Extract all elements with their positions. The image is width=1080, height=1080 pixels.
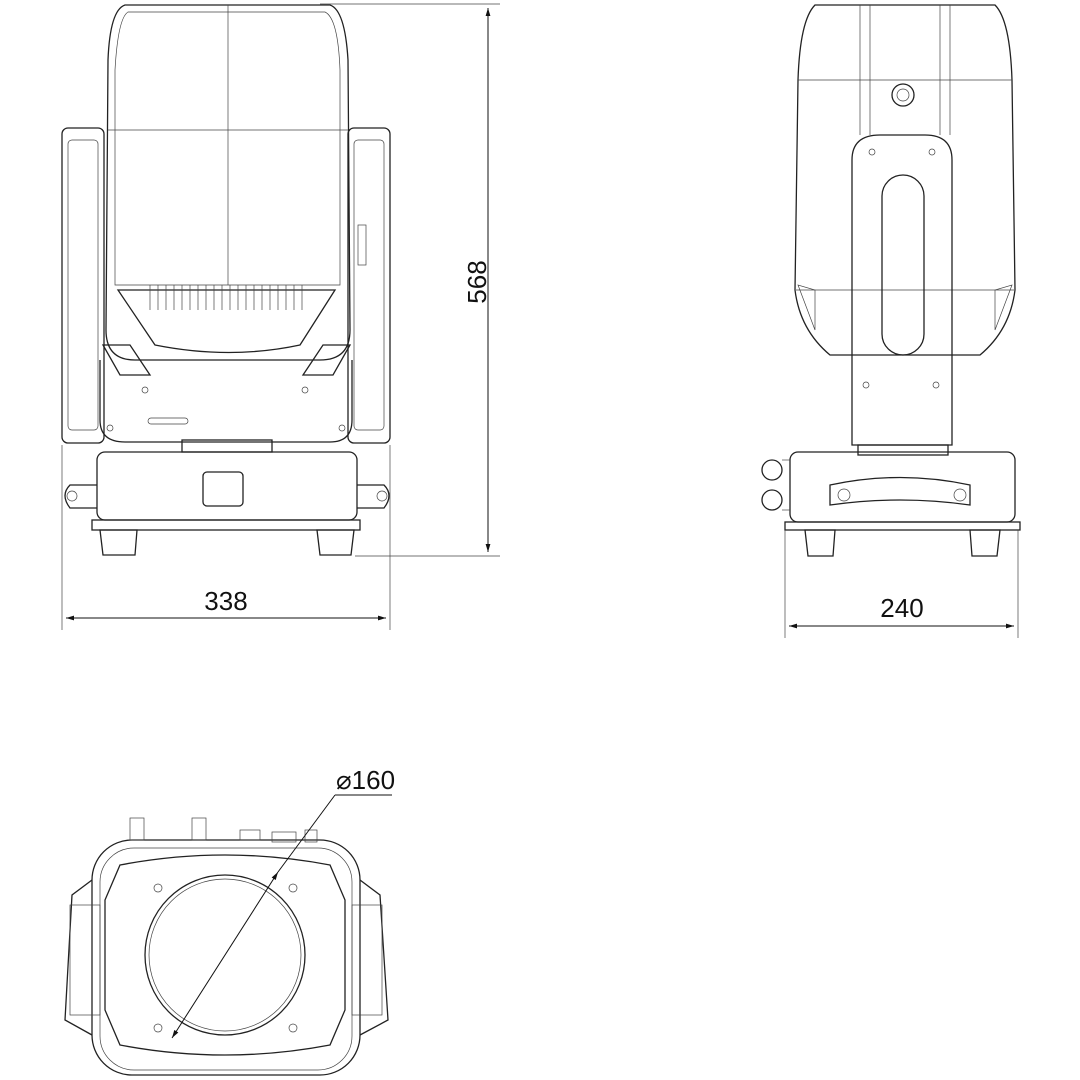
width-label: 338 [204,586,247,616]
side-head [794,4,1016,356]
height-dimension: 568 [320,3,500,557]
bottom-view: ⌀160 [64,765,395,1076]
front-yoke-left [61,127,105,444]
front-head [101,4,352,432]
side-view: 240 [761,4,1021,638]
width-dimension: 338 [61,445,391,630]
side-arm [851,134,953,446]
front-yoke-right [347,127,391,444]
height-label: 568 [462,260,492,303]
depth-label: 240 [880,593,923,623]
depth-dimension: 240 [784,530,1019,638]
diameter-label: ⌀160 [336,765,395,795]
diameter-dimension: ⌀160 [171,765,395,1039]
front-view: 568 338 [61,3,500,630]
side-base [761,444,1021,557]
front-base [64,439,390,556]
